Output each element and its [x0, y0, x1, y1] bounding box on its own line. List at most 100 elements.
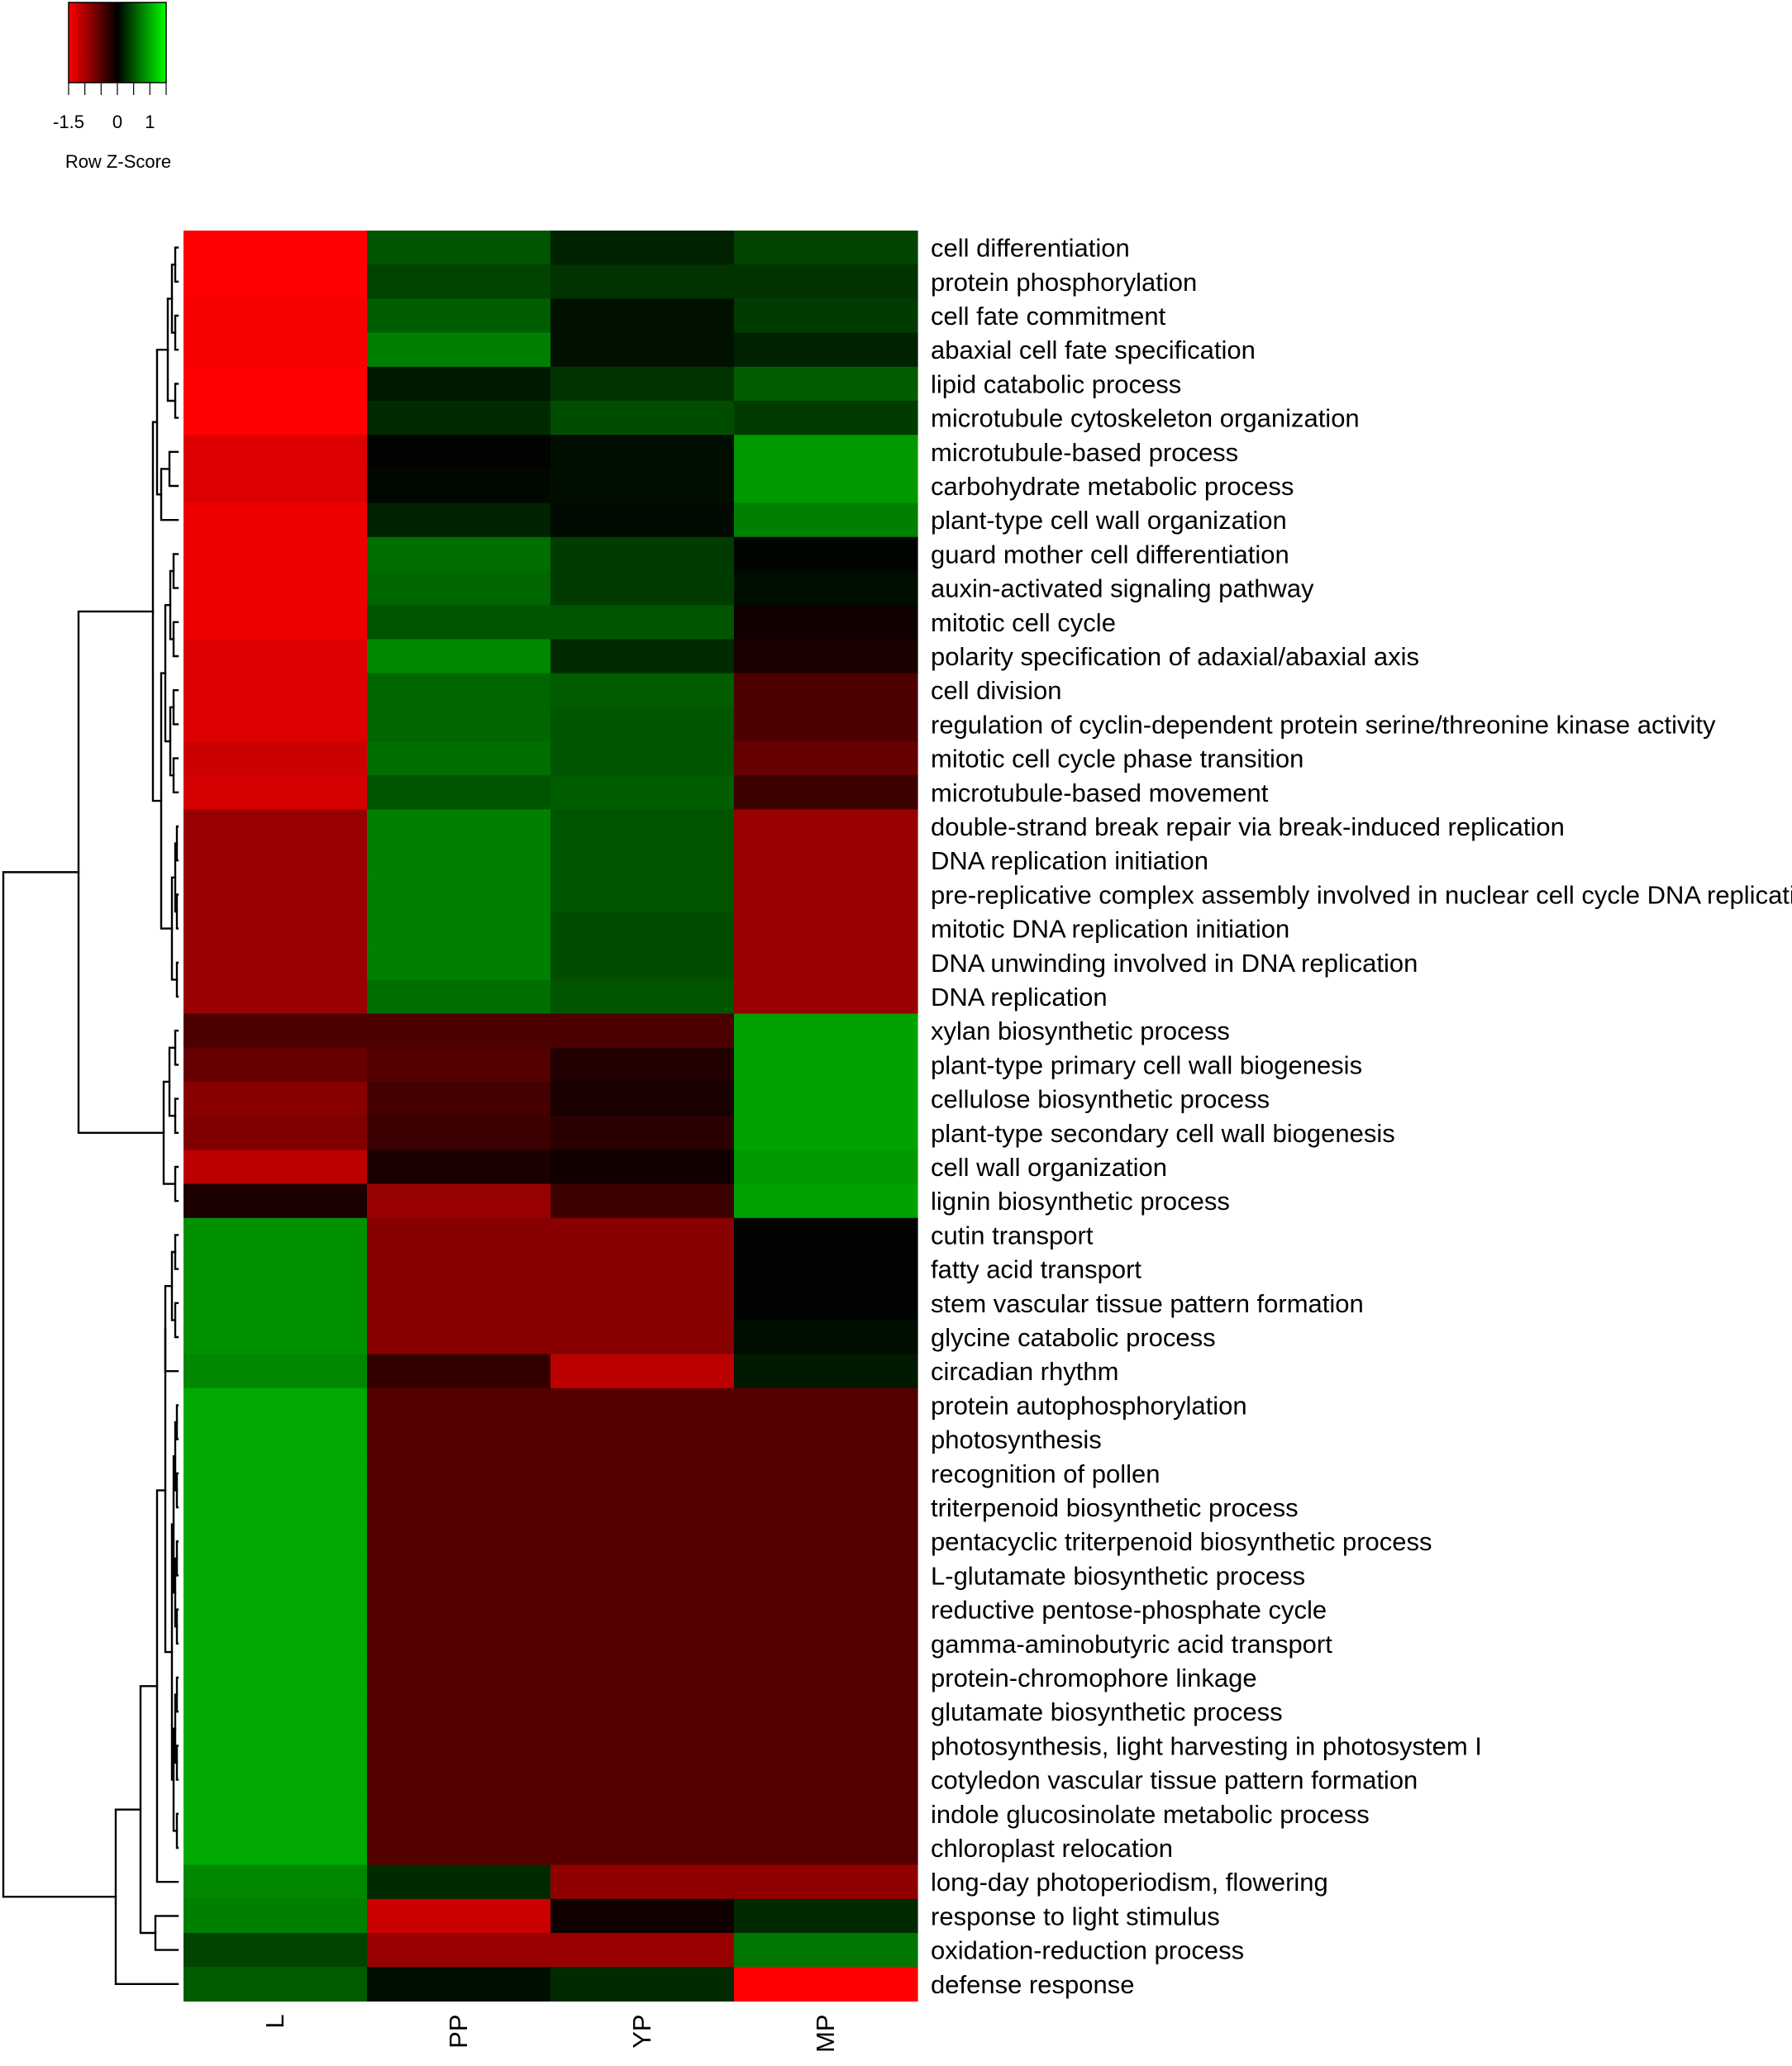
heatmap-cell	[550, 843, 735, 878]
heatmap-cell	[550, 707, 735, 742]
heatmap-cell	[183, 912, 368, 946]
heatmap-cell	[550, 401, 735, 436]
heatmap-cell	[550, 775, 735, 810]
row-label: reductive pentose-phosphate cycle	[931, 1596, 1327, 1625]
heatmap-cell	[734, 1116, 918, 1150]
heatmap-cell	[367, 1456, 551, 1491]
heatmap-cell	[734, 1592, 918, 1627]
heatmap-cell	[367, 1830, 551, 1866]
heatmap-cell	[183, 979, 368, 1015]
row-label: long-day photoperiodism, flowering	[931, 1868, 1328, 1897]
row-label: carbohydrate metabolic process	[931, 472, 1294, 501]
heatmap-cell	[734, 1183, 918, 1219]
heatmap-cell	[183, 639, 368, 674]
heatmap-cell	[734, 1490, 918, 1526]
row-label: gamma-aminobutyric acid transport	[931, 1630, 1332, 1659]
heatmap-cells	[183, 231, 918, 2002]
heatmap-cell	[734, 877, 918, 912]
heatmap-cell	[734, 1660, 918, 1696]
heatmap-cell	[183, 1898, 368, 1934]
heatmap-cell	[183, 1150, 368, 1185]
heatmap-cell	[734, 1047, 918, 1083]
row-label: chloroplast relocation	[931, 1834, 1173, 1863]
row-label: oxidation-reduction process	[931, 1936, 1244, 1965]
heatmap-cell	[734, 1830, 918, 1866]
heatmap-cell	[367, 979, 551, 1015]
column-label: MP	[811, 2014, 840, 2053]
heatmap-cell	[734, 605, 918, 640]
heatmap-cell	[367, 536, 551, 572]
heatmap-cell	[550, 435, 735, 469]
heatmap-cell	[367, 912, 551, 946]
heatmap-cell	[550, 1933, 735, 1968]
heatmap-cell	[550, 1558, 735, 1593]
heatmap-cell	[367, 605, 551, 640]
heatmap-cell	[734, 1082, 918, 1116]
heatmap-cell	[550, 1797, 735, 1831]
heatmap-cell	[183, 435, 368, 469]
heatmap-cell	[550, 809, 735, 845]
heatmap-cell	[367, 1763, 551, 1797]
heatmap-cell	[734, 401, 918, 436]
heatmap-cell	[183, 1388, 368, 1423]
heatmap-cell	[367, 1252, 551, 1287]
heatmap-cell	[183, 945, 368, 980]
heatmap-cell	[550, 231, 735, 265]
heatmap-cell	[734, 639, 918, 674]
heatmap-cell	[550, 605, 735, 640]
row-label: cell fate commitment	[931, 302, 1166, 331]
heatmap-cell	[183, 673, 368, 708]
heatmap-cell	[734, 945, 918, 980]
heatmap-cell	[367, 1013, 551, 1049]
row-label: DNA replication initiation	[931, 846, 1208, 875]
heatmap-cell	[734, 1320, 918, 1355]
heatmap-cell	[367, 843, 551, 878]
heatmap-cell	[550, 536, 735, 572]
heatmap-cell	[734, 673, 918, 708]
heatmap-cell	[367, 707, 551, 742]
heatmap-cell	[367, 1592, 551, 1627]
row-label: microtubule-based movement	[931, 778, 1269, 807]
heatmap-cell	[734, 264, 918, 299]
heatmap-cell	[367, 469, 551, 504]
heatmap-cell	[183, 1252, 368, 1287]
heatmap-cell	[183, 332, 368, 368]
heatmap-cell	[734, 809, 918, 845]
heatmap-cell	[734, 707, 918, 742]
heatmap-cell	[183, 1797, 368, 1831]
heatmap-cell	[367, 1967, 551, 2002]
heatmap-cell	[550, 1763, 735, 1797]
heatmap-cell	[183, 843, 368, 878]
heatmap-cell	[550, 1422, 735, 1457]
heatmap-cell	[734, 1286, 918, 1321]
heatmap-cell	[367, 945, 551, 980]
row-label: plant-type secondary cell wall biogenesi…	[931, 1119, 1395, 1148]
heatmap-cell	[734, 1456, 918, 1491]
heatmap-cell	[183, 775, 368, 810]
heatmap-cell	[734, 536, 918, 572]
heatmap-cell	[550, 741, 735, 776]
heatmap-cell	[367, 1524, 551, 1559]
heatmap-cell	[550, 571, 735, 606]
heatmap-cell	[734, 741, 918, 776]
heatmap-cell	[183, 707, 368, 742]
heatmap-cell	[734, 1694, 918, 1730]
heatmap-cell	[367, 775, 551, 810]
heatmap-cell	[183, 1524, 368, 1559]
heatmap-cell	[550, 1830, 735, 1866]
heatmap-cell	[183, 809, 368, 845]
heatmap-cell	[183, 1047, 368, 1083]
heatmap-cell	[734, 1967, 918, 2002]
row-label: stem vascular tissue pattern formation	[931, 1289, 1364, 1318]
row-label: plant-type cell wall organization	[931, 506, 1287, 535]
heatmap-cell	[550, 1013, 735, 1049]
heatmap-cell	[734, 1252, 918, 1287]
heatmap-cell	[367, 1898, 551, 1934]
heatmap-cell	[734, 1013, 918, 1049]
color-key-tick-label: 0	[112, 112, 122, 132]
row-label: microtubule cytoskeleton organization	[931, 404, 1360, 433]
row-label: protein-chromophore linkage	[931, 1664, 1257, 1692]
row-label: cutin transport	[931, 1221, 1094, 1250]
